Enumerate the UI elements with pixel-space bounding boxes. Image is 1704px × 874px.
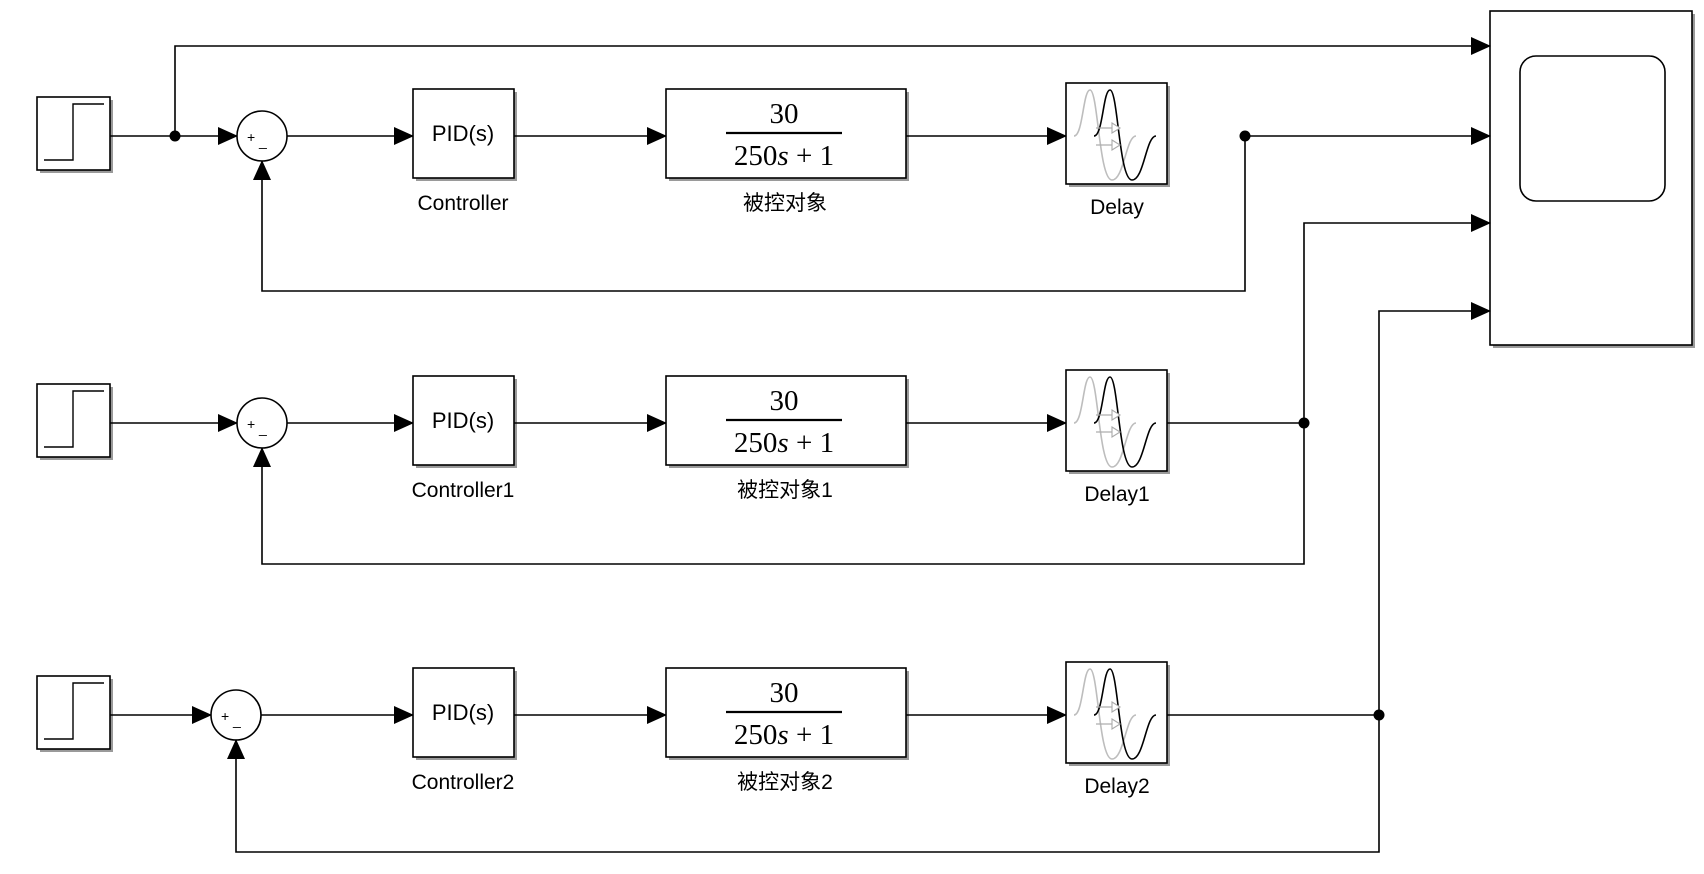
scope-block[interactable]: [1489, 10, 1695, 348]
delay-block-2[interactable]: [1065, 661, 1170, 766]
sum-minus-sign: _: [258, 420, 267, 436]
sum-minus-sign: _: [258, 133, 267, 149]
sum-plus-sign: +: [247, 416, 255, 432]
sum-plus-sign: +: [221, 708, 229, 724]
delay-wave-icon: [1073, 89, 1157, 181]
controller-label: Controller: [417, 192, 508, 215]
plant-denominator: 250s + 1: [734, 427, 834, 459]
row-2: + _ PID(s) Controller2 30 250s + 1 被控对象2: [36, 661, 1385, 853]
plant-label: 被控对象: [743, 192, 827, 215]
plant-denominator: 250s + 1: [734, 140, 834, 172]
controller-label: Controller1: [412, 479, 515, 502]
delay-wave-icon: [1073, 376, 1157, 468]
wire-feedback-1[interactable]: [253, 423, 1305, 565]
step-block-0[interactable]: [36, 96, 113, 173]
sum-plus-sign: +: [247, 129, 255, 145]
delay-wave-icon: [1073, 668, 1157, 760]
step-block-1[interactable]: [36, 383, 113, 460]
controller-label: Controller2: [412, 771, 515, 794]
plant-block-1[interactable]: 30 250s + 1: [665, 375, 909, 468]
plant-denominator: 250s + 1: [734, 719, 834, 751]
plant-block-0[interactable]: 30 250s + 1: [665, 88, 909, 181]
branch-point: [169, 130, 181, 142]
plant-numerator: 30: [770, 98, 799, 130]
plant-label: 被控对象2: [737, 771, 833, 794]
controller-block-2[interactable]: PID(s): [412, 667, 517, 760]
wire-delay1-to-scope[interactable]: [1303, 214, 1491, 423]
sum-minus-sign: _: [232, 712, 241, 728]
plant-numerator: 30: [770, 677, 799, 709]
step-block-2[interactable]: [36, 675, 113, 752]
controller-block-1[interactable]: PID(s): [412, 375, 517, 468]
controller-text: PID(s): [432, 408, 494, 433]
controller-text: PID(s): [432, 121, 494, 146]
delay-label: Delay: [1090, 196, 1144, 219]
sum-block-0[interactable]: + _: [236, 110, 288, 162]
sum-block-2[interactable]: + _: [210, 689, 262, 741]
step-icon: [44, 390, 104, 448]
wire-feedback-0[interactable]: [253, 136, 1246, 292]
step-icon: [44, 682, 104, 740]
delay-label: Delay2: [1084, 775, 1149, 798]
wire-delay2-to-scope[interactable]: [1378, 302, 1491, 715]
wire-feedback-2[interactable]: [227, 715, 1380, 853]
plant-label: 被控对象1: [737, 479, 833, 502]
controller-block-0[interactable]: PID(s): [412, 88, 517, 181]
step-icon: [44, 103, 104, 161]
plant-numerator: 30: [770, 385, 799, 417]
scope-screen: [1519, 55, 1666, 202]
delay-block-1[interactable]: [1065, 369, 1170, 474]
wire-step-to-scope[interactable]: [174, 37, 1491, 136]
row-1: + _ PID(s) Controller1 30 250s + 1 被控对象1: [36, 369, 1310, 565]
plant-block-2[interactable]: 30 250s + 1: [665, 667, 909, 760]
row-0: + _ PID(s) Controller 30 250s + 1 被控对象: [36, 82, 1251, 292]
delay-block-0[interactable]: [1065, 82, 1170, 187]
sum-block-1[interactable]: + _: [236, 397, 288, 449]
delay-label: Delay1: [1084, 483, 1149, 506]
controller-text: PID(s): [432, 700, 494, 725]
